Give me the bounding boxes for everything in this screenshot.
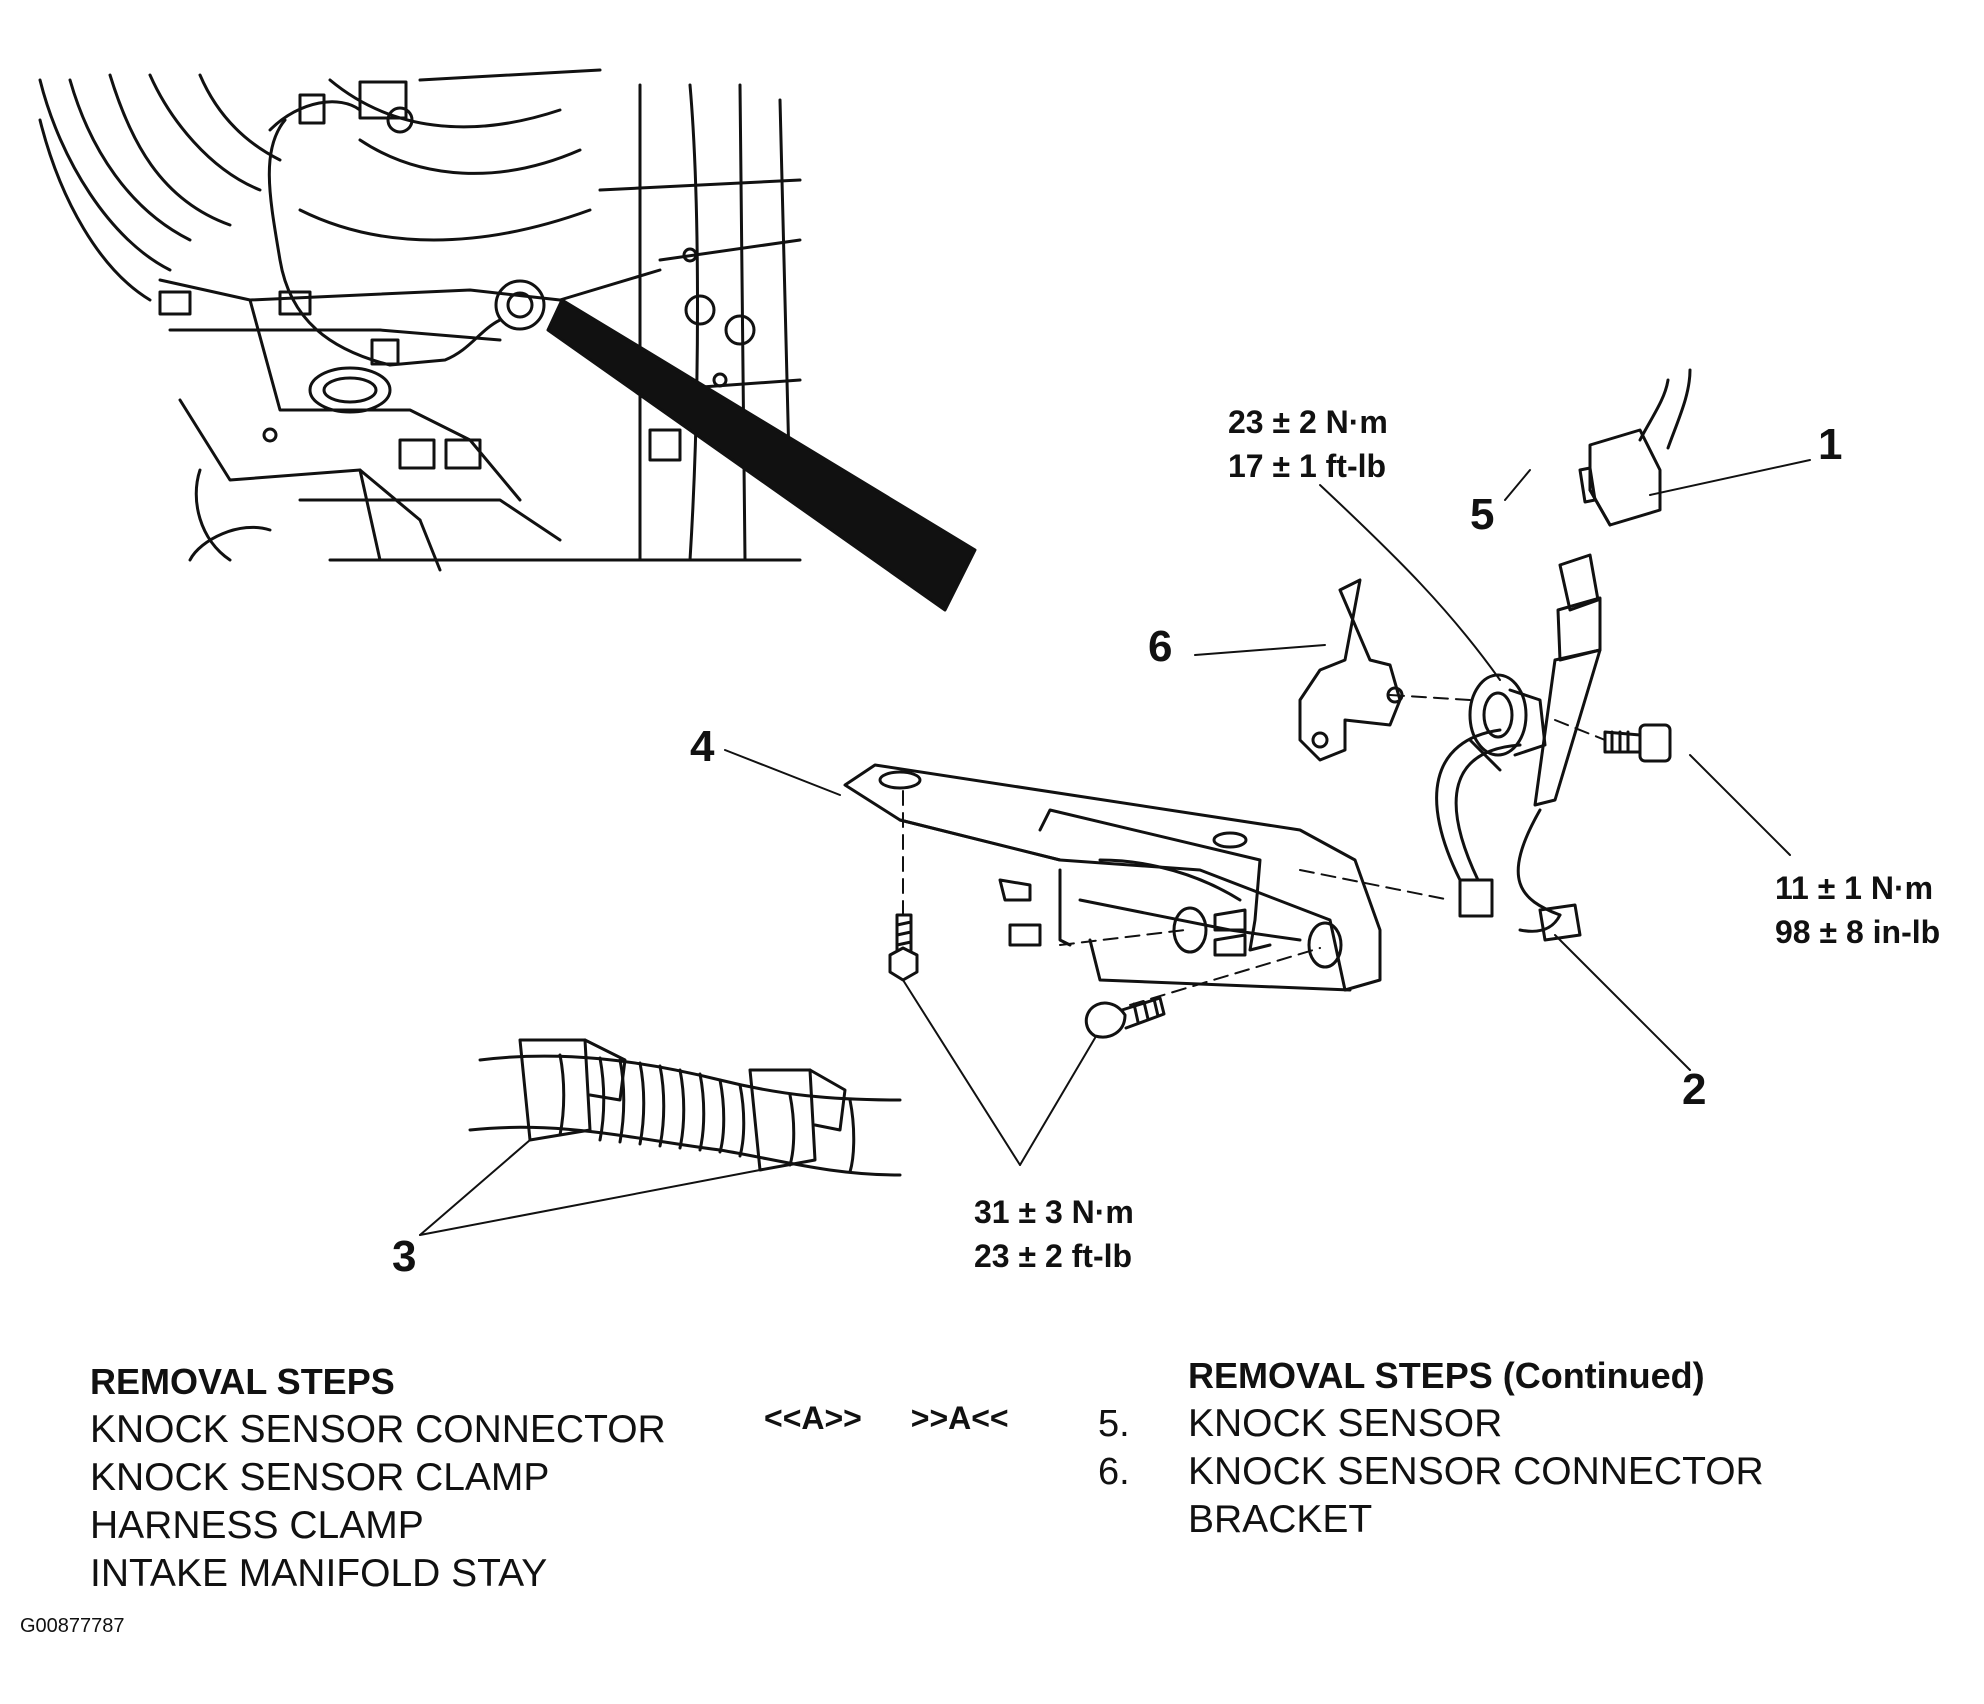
step-number-5: 5. — [1098, 1403, 1130, 1445]
callout-1: 1 — [1818, 420, 1843, 469]
torque-spec-stay-bolts: 31 ± 3 N·m 23 ± 2 ft-lb — [974, 1190, 1134, 1278]
removal-step: KNOCK SENSOR CONNECTOR — [1188, 1450, 1764, 1493]
torque-nm: 11 ± 1 N·m — [1775, 870, 1934, 906]
figure-id: G00877787 — [20, 1615, 125, 1637]
torque-ftlb: 23 ± 2 ft-lb — [974, 1238, 1133, 1274]
knock-sensor-clamp — [1435, 553, 1602, 942]
callout-2: 2 — [1682, 1065, 1707, 1114]
callout-5: 5 — [1470, 490, 1495, 539]
torque-nm: 31 ± 3 N·m — [974, 1194, 1134, 1230]
removal-step: KNOCK SENSOR — [1188, 1402, 1503, 1445]
stay-bolts — [888, 913, 1166, 1039]
knock-sensor — [1468, 673, 1547, 772]
removal-steps-continued: REMOVAL STEPS (Continued) KNOCK SENSOR K… — [1188, 1352, 1764, 1544]
torque-ftlb: 17 ± 1 ft-lb — [1228, 448, 1387, 484]
torque-inlb: 98 ± 8 in-lb — [1775, 914, 1941, 950]
removal-steps-heading: REMOVAL STEPS — [90, 1361, 395, 1402]
bracket-bolt — [1603, 723, 1672, 763]
callout-3: 3 — [392, 1232, 417, 1281]
removal-step: KNOCK SENSOR CLAMP — [90, 1456, 550, 1499]
torque-spec-bracket-bolt: 11 ± 1 N·m 98 ± 8 in-lb — [1775, 866, 1940, 954]
removal-step: BRACKET — [1188, 1498, 1373, 1541]
torque-spec-knock-sensor: 23 ± 2 N·m 17 ± 1 ft-lb — [1228, 400, 1388, 488]
harness-clamp — [468, 1038, 902, 1177]
intake-manifold-stay — [843, 763, 1382, 992]
callout-4: 4 — [690, 722, 715, 771]
knock-sensor-connector — [1578, 368, 1692, 527]
service-marks: <<A>> >>A<< — [764, 1400, 1009, 1437]
removal-steps-continued-heading: REMOVAL STEPS (Continued) — [1188, 1355, 1705, 1396]
step-number-6: 6. — [1098, 1451, 1130, 1493]
removal-step: INTAKE MANIFOLD STAY — [90, 1552, 548, 1595]
callout-6: 6 — [1148, 622, 1173, 671]
engine-location-inset — [38, 68, 977, 612]
installation-service-mark: >>A<< — [910, 1400, 1009, 1436]
torque-nm: 23 ± 2 N·m — [1228, 404, 1388, 440]
removal-step: KNOCK SENSOR CONNECTOR — [90, 1408, 666, 1451]
removal-steps: REMOVAL STEPS KNOCK SENSOR CONNECTOR KNO… — [90, 1358, 666, 1598]
connector-bracket — [1298, 578, 1404, 762]
removal-service-mark: <<A>> — [764, 1400, 862, 1436]
leader-lines — [419, 459, 1811, 1236]
removal-step: HARNESS CLAMP — [90, 1504, 424, 1547]
